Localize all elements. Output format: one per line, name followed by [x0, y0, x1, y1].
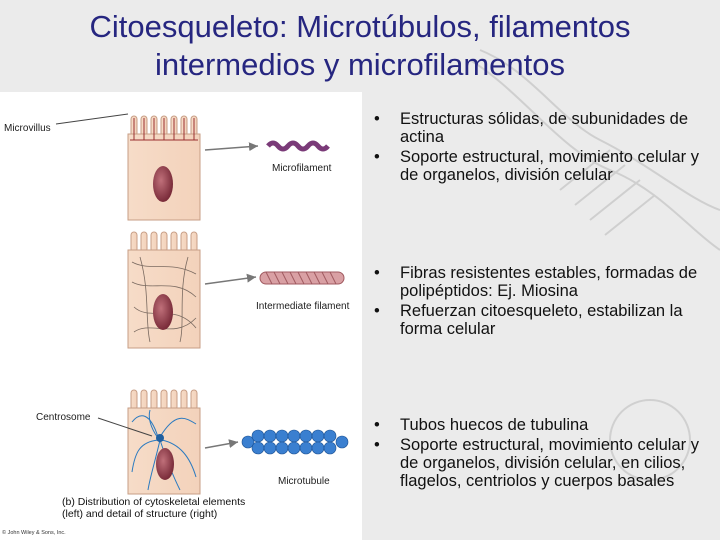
title-line-1: Citoesqueleto: Microtúbulos, filamentos	[89, 9, 631, 44]
bullet-dot: •	[374, 436, 380, 454]
label-microvillus: Microvillus	[4, 123, 51, 134]
cytoskeleton-illustration	[55, 113, 349, 495]
bullet-dot: •	[374, 416, 380, 434]
bullet-dot: •	[374, 264, 380, 282]
figure-caption: (b) Distribution of cytoskeletal element…	[62, 496, 245, 520]
cell-intermediate	[127, 231, 201, 349]
caption-line-1: (b) Distribution of cytoskeletal element…	[62, 496, 246, 508]
label-microfilament: Microfilament	[272, 163, 332, 174]
bullet-item: • Soporte estructural, movimiento celular…	[366, 148, 706, 184]
bullet-dot: •	[374, 302, 380, 320]
bullet-item: • Refuerzan citoesqueleto, estabilizan la…	[366, 302, 706, 338]
cytoskeleton-figure: Microvillus Microfilament Intermediate f…	[0, 92, 362, 540]
cell-microfilament	[127, 115, 201, 221]
cell-microtubule	[127, 389, 201, 495]
bullet-text: Soporte estructural, movimiento celular …	[400, 436, 699, 490]
bullet-text: Tubos huecos de tubulina	[400, 416, 589, 434]
bullet-item: • Tubos huecos de tubulina	[366, 416, 706, 434]
copyright: © John Wiley & Sons, Inc.	[2, 530, 66, 536]
bullet-list-microtubules: • Tubos huecos de tubulina • Soporte estru…	[366, 416, 706, 492]
bullet-item: • Soporte estructural, movimiento celular…	[366, 436, 706, 490]
label-microtubule: Microtubule	[278, 476, 330, 487]
title-line-2: intermedios y microfilamentos	[154, 47, 566, 82]
bullet-text: Fibras resistentes estables, formadas de…	[400, 264, 698, 300]
bullet-dot: •	[374, 110, 380, 128]
bullet-item: • Estructuras sólidas, de subunidades de …	[366, 110, 706, 146]
bullet-list-microfilaments: • Estructuras sólidas, de subunidades de …	[366, 110, 706, 186]
slide-title: Citoesqueleto: Microtúbulos, filamentos …	[0, 8, 720, 84]
bullet-item: • Fibras resistentes estables, formadas d…	[366, 264, 706, 300]
bullet-list-intermediate-filaments: • Fibras resistentes estables, formadas d…	[366, 264, 706, 340]
bullet-dot: •	[374, 148, 380, 166]
bullet-text: Refuerzan citoesqueleto, estabilizan la …	[400, 302, 683, 338]
label-intermediate-filament: Intermediate filament	[256, 301, 350, 312]
label-centrosome: Centrosome	[36, 412, 91, 423]
bullet-text: Soporte estructural, movimiento celular …	[400, 148, 699, 184]
bullet-text: Estructuras sólidas, de subunidades de a…	[400, 110, 689, 146]
caption-line-2: (left) and detail of structure (right)	[62, 508, 218, 520]
